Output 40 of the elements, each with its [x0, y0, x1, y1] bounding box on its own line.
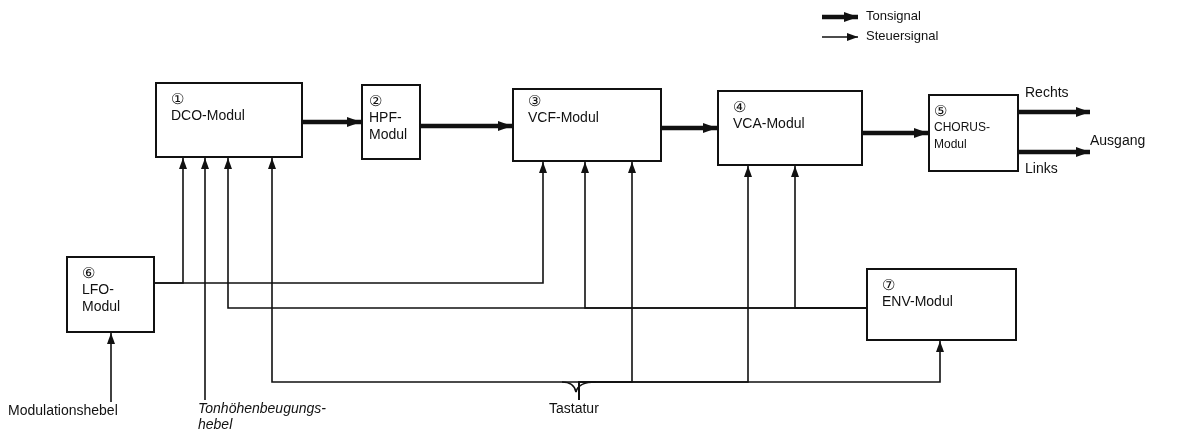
- input-label: Tonhöhenbeugungs- hebel: [198, 400, 338, 436]
- module-name: VCF-Modul: [528, 109, 600, 126]
- edge-label: Links: [1025, 160, 1058, 176]
- module-number: ⑦: [882, 276, 895, 293]
- input-label: Ausgang: [1090, 132, 1154, 150]
- module-name: HPF- Modul: [369, 109, 409, 143]
- legend-text: Tonsignal: [866, 8, 921, 24]
- module-number: ④: [733, 98, 746, 115]
- module-box: [361, 84, 421, 160]
- module-box: [717, 90, 863, 166]
- arrow: [791, 165, 867, 309]
- module-name: CHORUS- Modul: [934, 119, 991, 153]
- module-name: DCO-Modul: [171, 107, 246, 124]
- module-number: ③: [528, 92, 541, 109]
- module-number: ②: [369, 92, 382, 109]
- input-label: Tastatur: [549, 400, 609, 418]
- module-name: ENV-Modul: [882, 293, 954, 310]
- arrow: [201, 157, 209, 401]
- module-box: [866, 268, 1017, 341]
- arrow: [1019, 107, 1090, 117]
- module-number: ⑥: [82, 264, 95, 281]
- arrow: [863, 128, 928, 138]
- module-box: [66, 256, 155, 333]
- arrow: [107, 332, 115, 403]
- module-name: LFO- Modul: [82, 281, 122, 315]
- edge-label: Rechts: [1025, 84, 1069, 100]
- module-name: VCA-Modul: [733, 115, 806, 132]
- module-number: ①: [171, 90, 184, 107]
- legend-text: Steuersignal: [866, 28, 939, 44]
- arrow: [303, 117, 361, 127]
- arrow: [154, 161, 547, 284]
- module-box: [928, 94, 1019, 172]
- module-number: ⑤: [934, 102, 947, 119]
- input-label: Modulationshebel: [8, 402, 178, 420]
- arrow: [662, 123, 717, 133]
- arrow: [421, 121, 512, 131]
- arrow: [578, 340, 944, 401]
- module-box: [512, 88, 662, 162]
- module-box: [155, 82, 303, 158]
- arrow: [1019, 147, 1090, 157]
